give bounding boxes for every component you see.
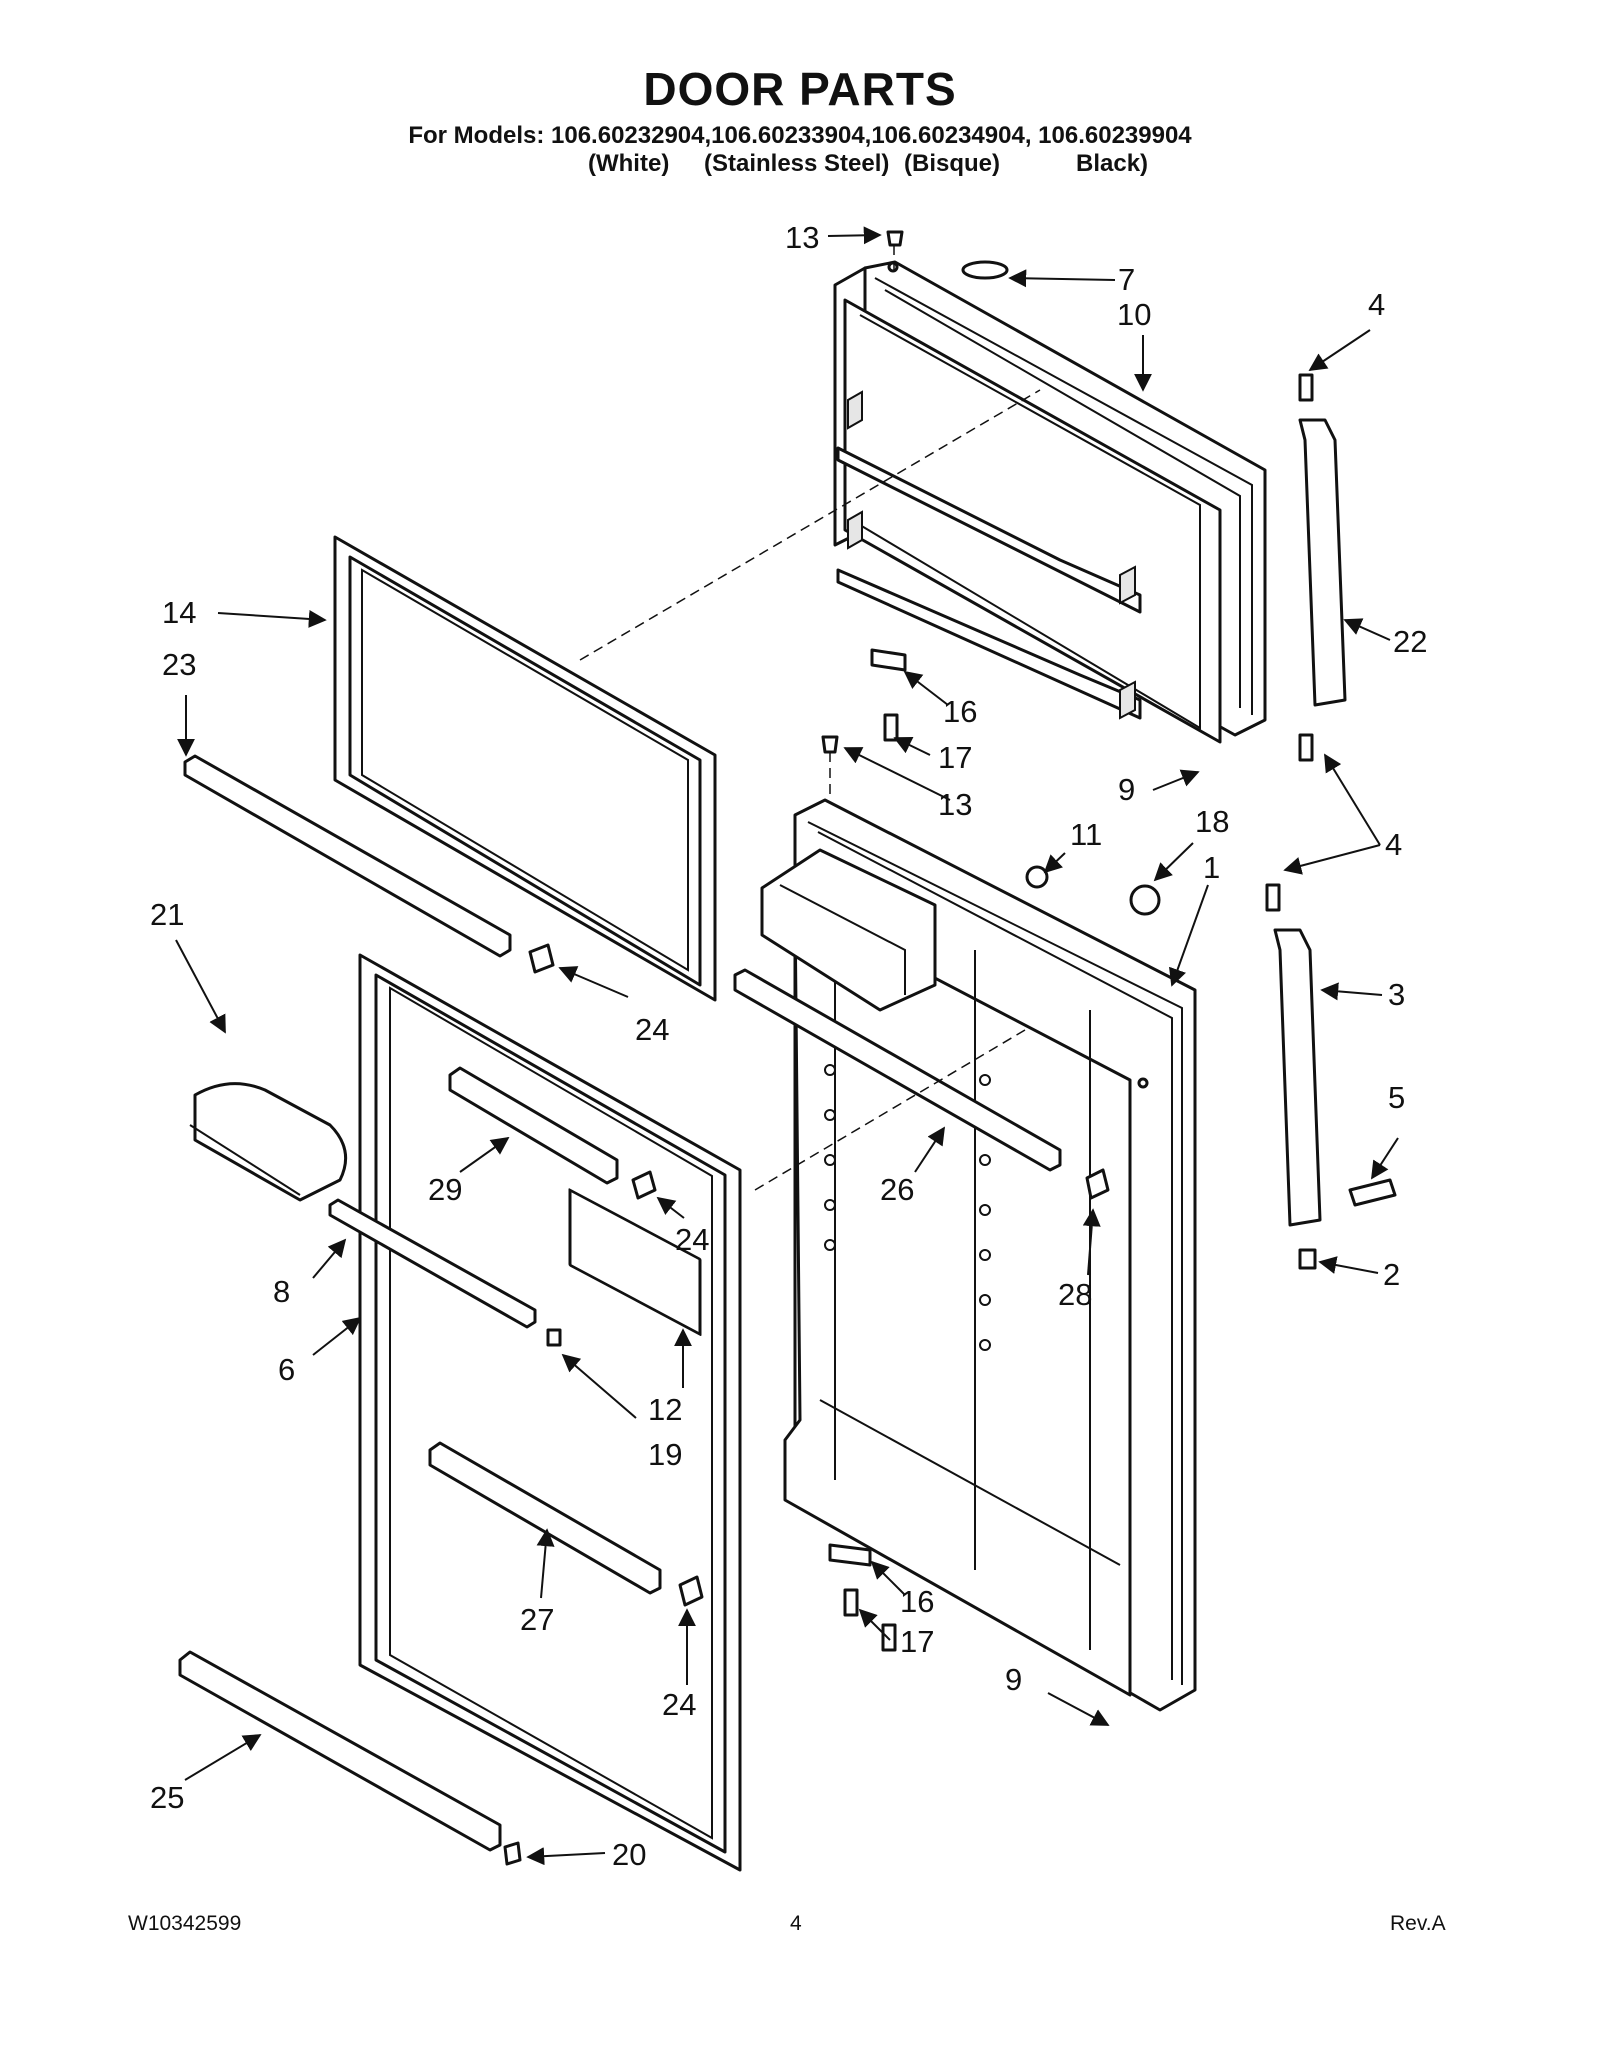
callout-16-bottom: 16	[900, 1584, 934, 1619]
callout-arrows	[175, 226, 1399, 1866]
finish-white: (White)	[588, 150, 670, 177]
freezer-door-liner	[833, 260, 1267, 744]
callout-9-bottom: 9	[1005, 1662, 1022, 1697]
callout-24-mid: 24	[675, 1222, 709, 1257]
revision: Rev.A	[1390, 1912, 1446, 1935]
callout-7: 7	[1118, 262, 1135, 297]
callout-27: 27	[520, 1602, 554, 1637]
callout-5: 5	[1388, 1080, 1405, 1115]
callout-25: 25	[150, 1780, 184, 1815]
models-line: For Models: 106.60232904,106.60233904,10…	[408, 122, 1192, 149]
callout-labels: 13 7 10 4 22 16 17 9 13 11 18 1 4 3 5 2 …	[150, 220, 1427, 1872]
callout-2: 2	[1383, 1257, 1400, 1292]
callout-18: 18	[1195, 804, 1229, 839]
callout-19: 19	[648, 1437, 682, 1472]
fresh-food-door-liner	[760, 798, 1197, 1712]
callout-29: 29	[428, 1172, 462, 1207]
fresh-food-gasket	[358, 953, 742, 1872]
finish-bisque: (Bisque)	[904, 150, 1000, 177]
callout-6: 6	[278, 1352, 295, 1387]
callout-13-top: 13	[785, 220, 819, 255]
callout-4-top: 4	[1368, 287, 1385, 322]
door-shelf-trims	[178, 754, 1062, 1852]
finish-black: Black)	[1076, 150, 1149, 177]
callout-13-mid: 13	[938, 787, 972, 822]
callout-10: 10	[1117, 297, 1151, 332]
callout-3: 3	[1388, 977, 1405, 1012]
callout-22: 22	[1393, 624, 1427, 659]
callout-1: 1	[1203, 850, 1220, 885]
callout-4-mid: 4	[1385, 827, 1402, 862]
callout-16-top: 16	[943, 694, 977, 729]
callout-14: 14	[162, 595, 196, 630]
page-title: DOOR PARTS	[643, 63, 957, 115]
callout-17-bottom: 17	[900, 1624, 934, 1659]
callout-24-bottom: 24	[662, 1687, 696, 1722]
callout-9-top: 9	[1118, 772, 1135, 807]
freezer-gasket	[333, 535, 717, 1002]
alignment-lines	[579, 245, 1041, 1191]
callout-17-top: 17	[938, 740, 972, 775]
callout-26: 26	[880, 1172, 914, 1207]
callout-8: 8	[273, 1274, 290, 1309]
callout-12: 12	[648, 1392, 682, 1427]
doc-number: W10342599	[128, 1912, 242, 1935]
callout-28: 28	[1058, 1277, 1092, 1312]
finish-stainless: (Stainless Steel)	[704, 150, 890, 177]
callout-11: 11	[1070, 817, 1102, 852]
callout-21: 21	[150, 897, 184, 932]
callout-24-top: 24	[635, 1012, 669, 1047]
page-number: 4	[790, 1912, 802, 1935]
callout-20: 20	[612, 1837, 646, 1872]
callout-23: 23	[162, 647, 196, 682]
small-parts	[189, 230, 1397, 1866]
